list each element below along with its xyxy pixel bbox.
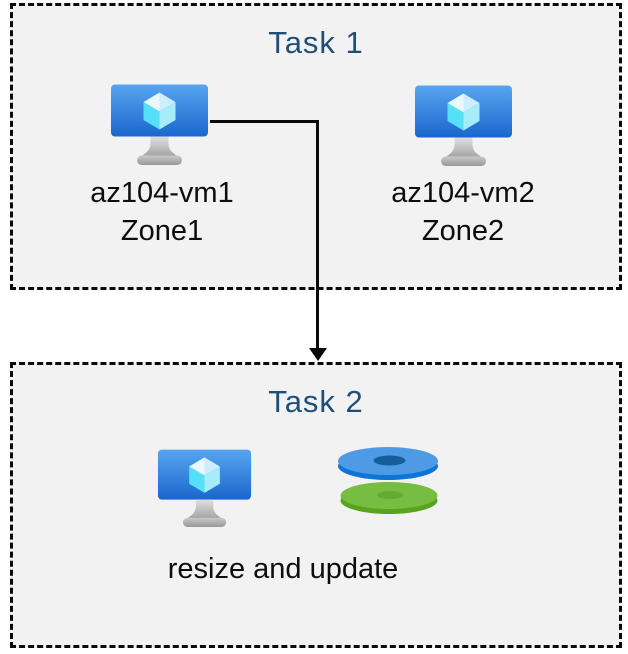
vm2-zone: Zone2	[421, 215, 505, 247]
virtual-machine-vm2-icon	[415, 85, 512, 166]
vm2-label: az104-vm2 Zone2	[313, 174, 613, 250]
vm2-name: az104-vm2	[391, 177, 535, 209]
task2-box: Task 2	[10, 362, 622, 648]
arrow-vertical-segment	[316, 120, 319, 349]
arrow-horizontal-segment	[210, 120, 318, 123]
task2-caption: resize and update	[167, 553, 399, 585]
virtual-machine-vm1-icon	[111, 84, 208, 165]
arrow-head-icon	[309, 348, 327, 361]
vm1-label: az104-vm1 Zone1	[12, 174, 312, 250]
managed-disks-icon	[338, 447, 438, 514]
vm1-zone: Zone1	[120, 215, 204, 247]
task1-title: Task 1	[268, 25, 364, 60]
vm1-name: az104-vm1	[90, 177, 234, 209]
virtual-machine-icon	[157, 449, 252, 527]
task2-title: Task 2	[268, 384, 364, 419]
